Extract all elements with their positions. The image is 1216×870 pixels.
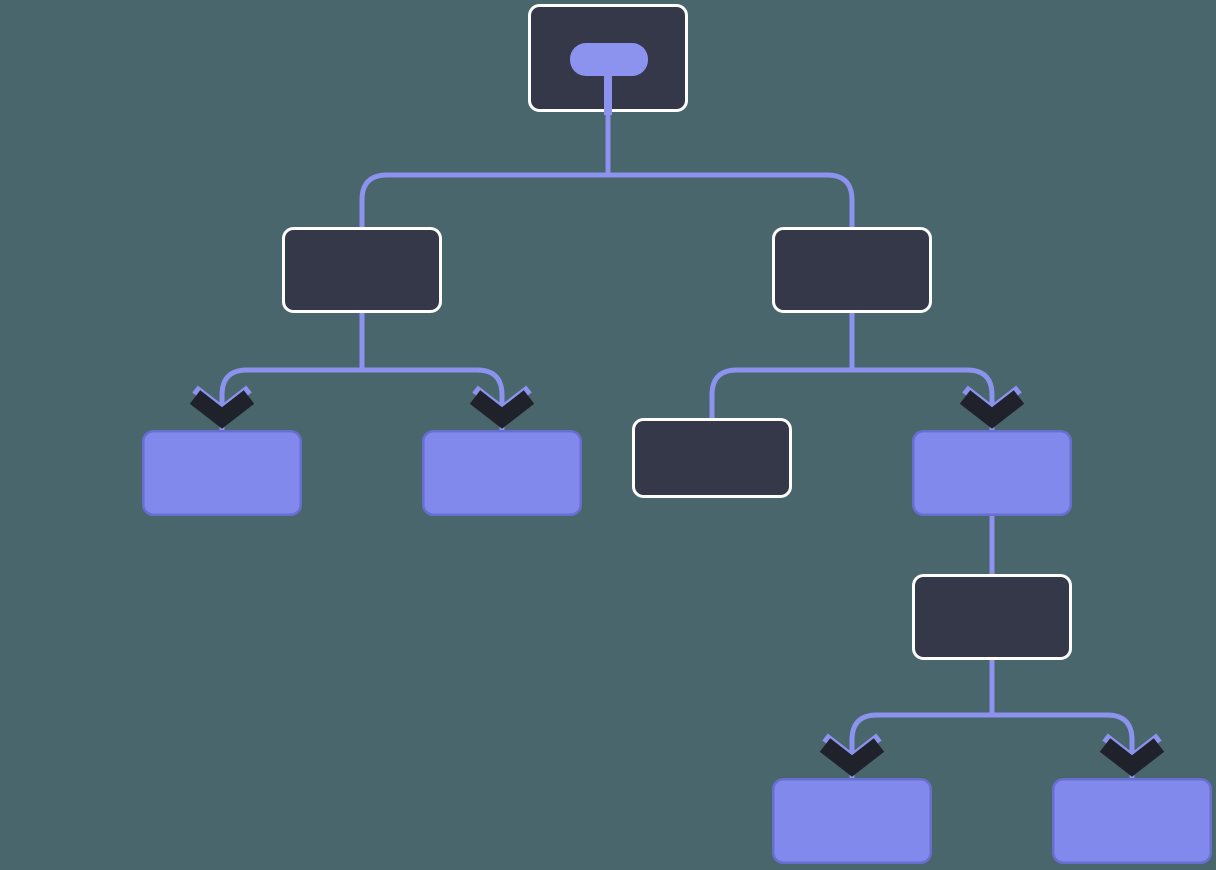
arrowhead-into-n4 (469, 385, 535, 429)
edge-n0-to-n2 (605, 112, 855, 323)
node-n5[interactable] (632, 418, 792, 498)
edge-n2-to-n6 (849, 313, 995, 432)
node-body-purple[interactable] (142, 430, 302, 516)
edge-n1-to-n3 (219, 313, 365, 432)
node-body-purple[interactable] (912, 430, 1072, 516)
arrowhead-into-n3 (189, 385, 255, 429)
arrowhead-into-n6 (959, 385, 1025, 429)
node-n3[interactable] (142, 430, 302, 516)
arrowhead-chevron-icon (189, 390, 255, 429)
node-n0[interactable] (528, 4, 688, 116)
node-n4[interactable] (422, 430, 582, 516)
node-body-purple[interactable] (772, 778, 932, 864)
node-layer (142, 4, 1212, 864)
node-n6[interactable] (912, 430, 1072, 516)
root-pill-stem (604, 60, 612, 115)
node-n7[interactable] (912, 574, 1072, 660)
arrowhead-into-n8 (819, 733, 885, 777)
arrowhead-chevron-icon (469, 390, 535, 429)
node-n8[interactable] (772, 778, 932, 864)
arrowhead-chevron-icon (959, 390, 1025, 429)
edge-n2-to-n5 (709, 313, 855, 420)
node-body-purple[interactable] (1052, 778, 1212, 864)
node-n2[interactable] (772, 227, 932, 313)
edge-layer (219, 112, 1135, 780)
arrowhead-into-n9 (1099, 733, 1165, 777)
node-n9[interactable] (1052, 778, 1212, 864)
edge-n1-to-n4 (359, 313, 505, 432)
edge-n7-to-n9 (989, 660, 1135, 780)
node-body-dark[interactable] (632, 418, 792, 498)
edge-n7-to-n8 (849, 660, 995, 780)
node-body-dark[interactable] (772, 227, 932, 313)
node-body-dark[interactable] (912, 574, 1072, 660)
node-body-purple[interactable] (422, 430, 582, 516)
node-n1[interactable] (282, 227, 442, 313)
root-pill-shape (570, 43, 648, 76)
node-body-dark[interactable] (282, 227, 442, 313)
arrowhead-chevron-icon (819, 738, 885, 777)
arrowhead-layer (189, 385, 1165, 777)
arrowhead-chevron-icon (1099, 738, 1165, 777)
